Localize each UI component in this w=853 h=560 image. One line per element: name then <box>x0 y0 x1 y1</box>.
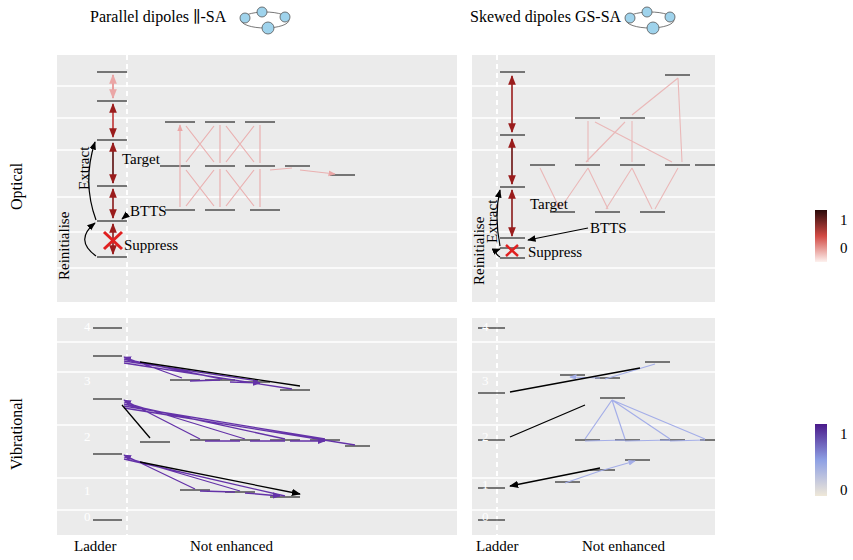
axis-label: Ladder <box>74 538 116 555</box>
process-label: Suppress <box>124 237 178 254</box>
level-number: 0 <box>84 510 91 524</box>
panel-title: Skewed dipoles GS-SA <box>470 8 621 26</box>
level-number: 4 <box>84 320 91 334</box>
level-number: 0 <box>482 510 489 524</box>
colorbar-tick: 0 <box>840 482 848 499</box>
level-number: 2 <box>482 430 489 444</box>
process-label: Extract <box>484 200 501 243</box>
process-label: Target <box>530 196 568 213</box>
level-number: 1 <box>84 484 91 498</box>
colorbar-tick: 0 <box>840 240 848 257</box>
level-number: 1 <box>482 478 489 492</box>
axis-label: Not enhanced <box>190 538 273 555</box>
colorbar-tick: 1 <box>840 426 848 443</box>
panel-title: Parallel dipoles ∥-SA <box>90 8 226 26</box>
colorbar-tick: 1 <box>840 212 848 229</box>
level-number: 2 <box>84 430 91 444</box>
process-label: BTTS <box>590 220 627 237</box>
axis-label: Ladder <box>476 538 518 555</box>
row-label: Vibrational <box>8 398 26 470</box>
process-label: Target <box>122 151 160 168</box>
axis-label: Not enhanced <box>582 538 665 555</box>
level-number: 4 <box>482 320 489 334</box>
process-label: Extract <box>76 147 93 190</box>
row-label: Optical <box>8 163 26 210</box>
level-number: 3 <box>482 374 489 388</box>
process-label: Reinitialise <box>56 212 73 280</box>
level-number: 3 <box>84 374 91 388</box>
process-label: Suppress <box>528 244 582 261</box>
process-label: BTTS <box>130 203 167 220</box>
